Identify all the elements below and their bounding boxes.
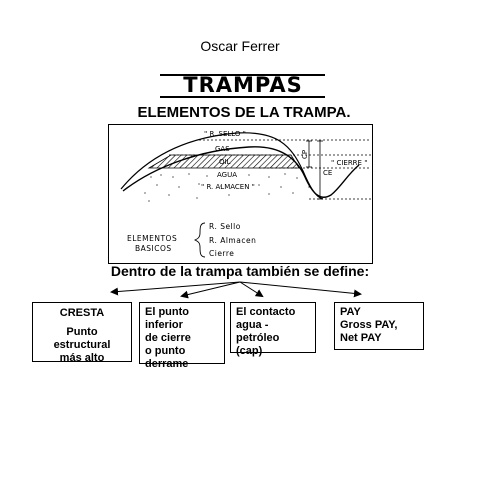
pay-line: Net PAY xyxy=(340,332,382,344)
basic-element-item: R. Sello xyxy=(209,222,241,231)
reservoir-label: " R. ALMACEN " xyxy=(201,183,255,191)
title-underline xyxy=(160,96,325,98)
contact-line: petróleo xyxy=(236,332,280,344)
cresta-body-line: más alto xyxy=(59,352,105,364)
cp-label: CP xyxy=(301,150,309,159)
cresta-body-line: Punto xyxy=(66,326,98,338)
contact-line: El contacto xyxy=(236,306,296,318)
spill-point-line: derrame xyxy=(145,358,189,370)
pay-line: Gross PAY, xyxy=(340,319,398,331)
water-dots xyxy=(144,173,310,202)
seal-label: " R. SELLO " xyxy=(204,130,246,138)
author-name: Oscar Ferrer xyxy=(200,38,280,54)
gas-label: GAS xyxy=(215,145,230,153)
pay-box: PAY Gross PAY, Net PAY xyxy=(334,302,424,350)
basic-element-item: Cierre xyxy=(209,249,234,258)
oil-label: OIL xyxy=(219,158,231,166)
basic-element-item: R. Almacen xyxy=(209,236,256,245)
cresta-body: Punto estructural más alto xyxy=(33,326,131,365)
define-heading: Dentro de la trampa también se define: xyxy=(110,263,370,279)
title-overline xyxy=(160,74,325,76)
reservoir-curve xyxy=(122,146,360,198)
spill-point-line: de cierre xyxy=(145,332,191,344)
trap-diagram: " R. SELLO " GAS OIL AGUA " R. ALMACEN "… xyxy=(108,124,373,264)
cresta-box: CRESTA Punto estructural más alto xyxy=(32,302,132,365)
closure-label: " CIERRE " xyxy=(331,159,367,167)
contact-line: agua - xyxy=(236,319,269,331)
page-subtitle: ELEMENTOS DE LA TRAMPA. xyxy=(137,104,351,121)
cresta-heading: CRESTA xyxy=(59,307,105,319)
connector-arrows xyxy=(110,281,362,299)
basic-elements-heading-1: ELEMENTOS xyxy=(127,234,177,243)
contact-line: (cap) xyxy=(236,345,263,357)
spill-point-line: inferior xyxy=(145,319,183,331)
page-title: TRAMPAS xyxy=(183,73,303,97)
arrow-to-cresta xyxy=(110,281,241,296)
arrow-to-pay xyxy=(239,281,362,298)
arrow-to-contacto xyxy=(239,281,264,298)
cresta-body-line: estructural xyxy=(53,339,111,351)
pay-line: PAY xyxy=(340,306,361,318)
basic-elements-brace xyxy=(193,222,206,258)
basic-elements-heading-2: BASICOS xyxy=(135,244,172,253)
spill-point-line: o punto xyxy=(145,345,186,357)
spill-point-box: El punto inferior de cierre o punto derr… xyxy=(139,302,225,370)
spill-point-line: El punto xyxy=(145,306,189,318)
arrow-to-punto xyxy=(180,281,241,299)
water-label: AGUA xyxy=(217,171,237,179)
trap-diagram-svg: " R. SELLO " GAS OIL AGUA " R. ALMACEN "… xyxy=(120,130,371,258)
ce-label: CE xyxy=(323,169,332,177)
contact-box: El contacto agua - petróleo (cap) xyxy=(230,302,316,357)
